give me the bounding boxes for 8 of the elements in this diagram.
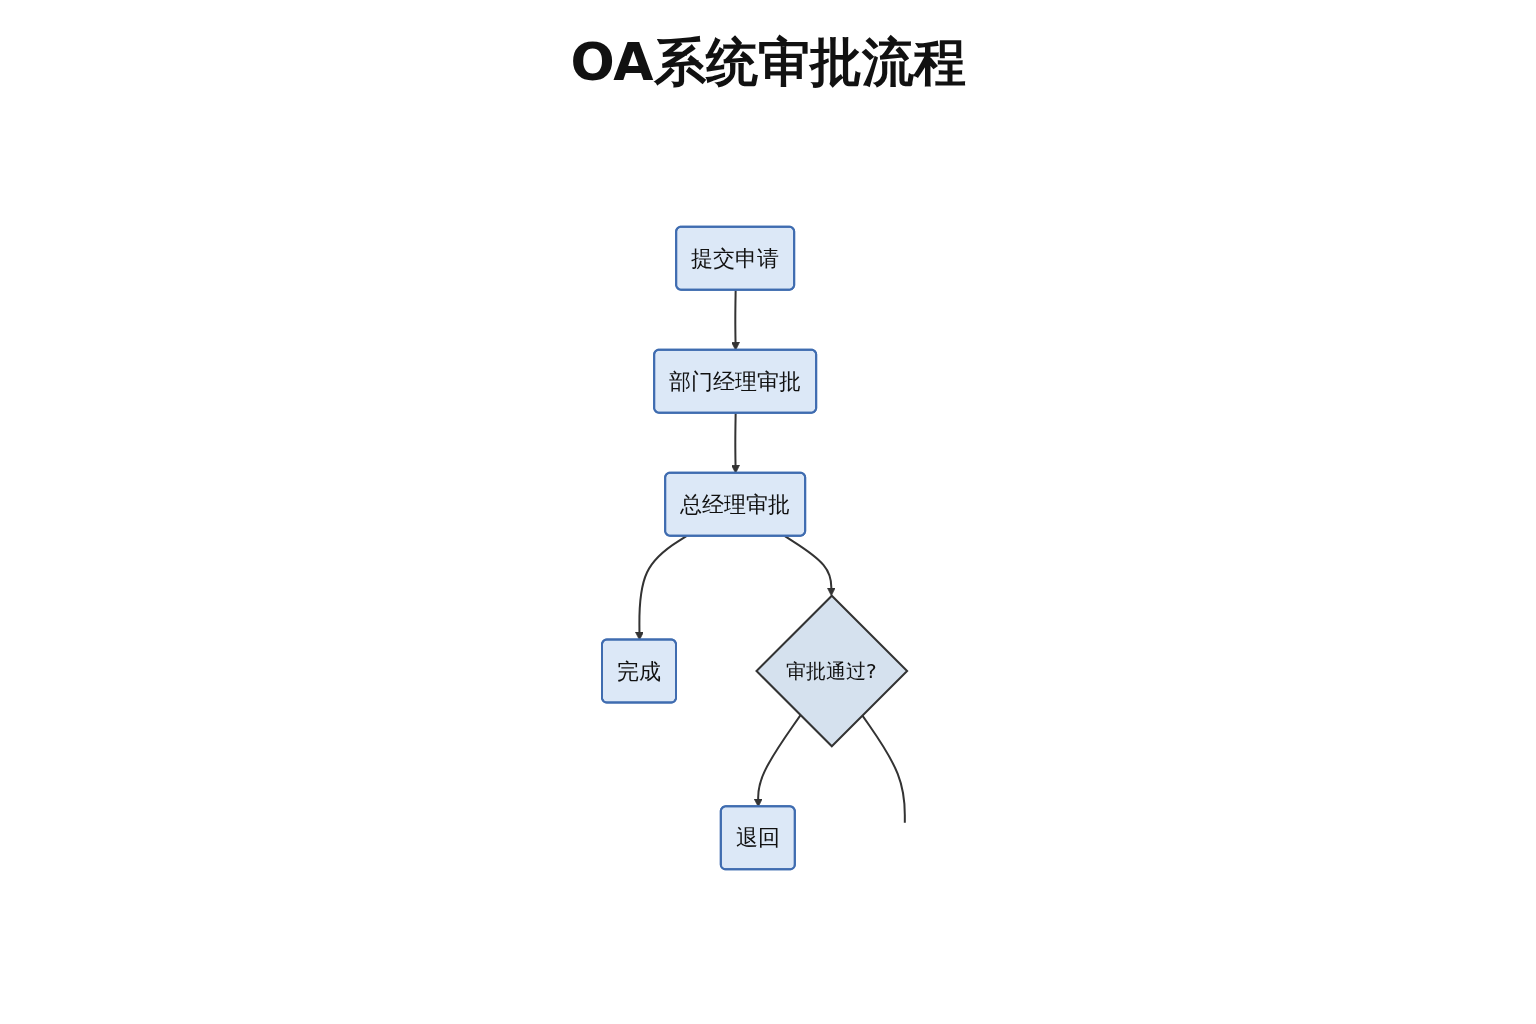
arrow	[730, 289, 740, 351]
node-diamond: 审批通过?	[754, 594, 909, 748]
diagram-title: OA系统审批流程	[569, 31, 967, 94]
arrow	[783, 535, 836, 597]
arrow	[753, 714, 801, 808]
connector	[860, 714, 906, 824]
arrow	[730, 412, 740, 474]
arrow	[634, 535, 687, 641]
